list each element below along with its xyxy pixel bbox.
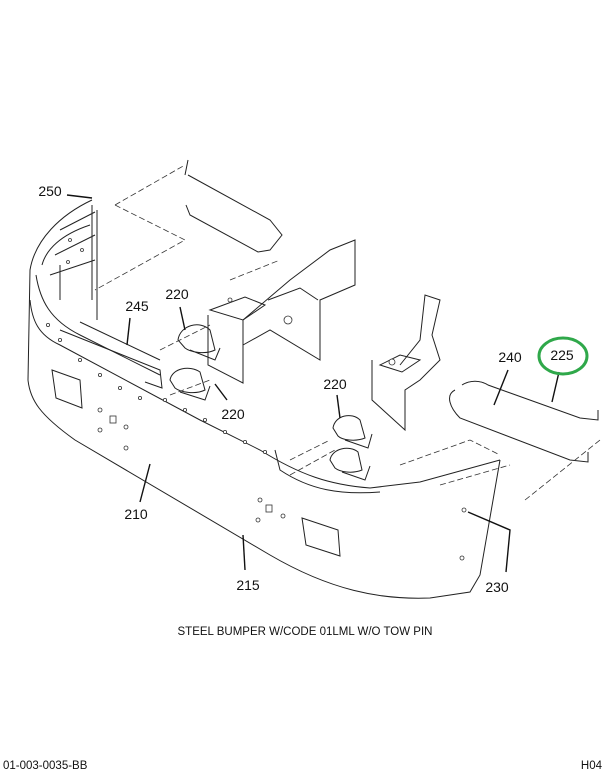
bumper-body (27, 199, 501, 599)
callout-220-right[interactable]: 220 (323, 376, 347, 392)
highlight-circle (537, 336, 589, 376)
callout-220-upper[interactable]: 220 (165, 286, 189, 302)
callout-245[interactable]: 245 (125, 298, 149, 314)
frame-bracket-right (371, 294, 441, 432)
brace-upper (184, 159, 283, 253)
callout-220-lower[interactable]: 220 (221, 406, 245, 422)
sheet-code: H04 (580, 760, 602, 772)
callout-215[interactable]: 215 (236, 577, 260, 593)
callout-240[interactable]: 240 (498, 349, 522, 365)
callout-230[interactable]: 230 (485, 579, 509, 595)
frame-bracket-left (207, 239, 356, 384)
assembly-lines (94, 164, 601, 501)
brace-240 (449, 380, 599, 463)
reinforcement-245 (59, 321, 163, 389)
drawing-number: 01-003-0035-BB (3, 760, 88, 772)
callout-210[interactable]: 210 (124, 506, 148, 522)
mounting-holes (46, 322, 467, 561)
leader-lines (66, 194, 560, 573)
callout-225[interactable]: 225 (550, 347, 574, 363)
callout-250[interactable]: 250 (38, 183, 62, 199)
end-bracket-250 (49, 205, 98, 320)
diagram-caption: STEEL BUMPER W/CODE 01LML W/O TOW PIN (177, 626, 433, 638)
